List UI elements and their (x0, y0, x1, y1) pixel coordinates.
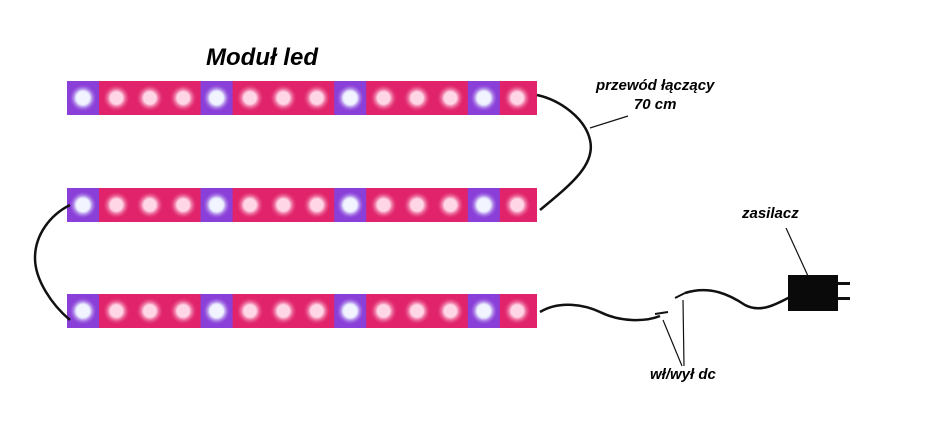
led-pink (143, 305, 156, 317)
psu-label-pointer (785, 227, 809, 277)
led-pink (244, 305, 256, 317)
psu-label: zasilacz (742, 205, 799, 222)
switch-label: wł/wył dc (650, 366, 716, 383)
led-pink (277, 199, 290, 211)
cable-label-line1: przewód łączący (596, 77, 715, 94)
connecting-cable-right (536, 93, 593, 211)
led-pink (411, 305, 423, 317)
led-white (477, 305, 490, 317)
cable-label-pointer (589, 115, 629, 129)
power-wire-to-psu (684, 288, 791, 310)
switch-label-pointer-b (682, 299, 685, 367)
led-pink (177, 305, 190, 317)
led-white (477, 199, 490, 211)
dc-switch (654, 292, 686, 315)
led-strip-middle (67, 188, 537, 222)
power-wire-to-switch (539, 303, 661, 322)
led-pink (310, 199, 323, 211)
led-pink (177, 92, 190, 104)
led-pink (511, 305, 524, 317)
led-white (344, 305, 357, 317)
led-pink (143, 199, 156, 211)
led-white (77, 199, 89, 211)
led-strip-bottom (67, 294, 537, 328)
led-white (77, 92, 89, 104)
led-pink (411, 199, 423, 211)
led-pink (110, 305, 123, 317)
led-pink (310, 92, 323, 104)
led-white (77, 305, 89, 317)
led-pink (444, 305, 457, 317)
cable-label: przewód łączący 70 cm (596, 76, 714, 114)
connecting-cable-left (33, 203, 71, 321)
led-white (210, 92, 223, 104)
led-pink (110, 199, 123, 211)
led-pink (377, 199, 390, 211)
led-pink (277, 92, 290, 104)
led-white (344, 92, 357, 104)
led-pink (511, 199, 524, 211)
diagram-title: Moduł led (206, 44, 318, 71)
switch-label-pointer-a (662, 319, 683, 367)
led-pink (244, 199, 256, 211)
led-white (344, 199, 357, 211)
led-pink (444, 199, 457, 211)
led-pink (377, 92, 390, 104)
led-white (210, 199, 223, 211)
led-pink (310, 305, 323, 317)
led-pink (244, 92, 256, 104)
led-pink (511, 92, 524, 104)
led-pink (143, 92, 156, 104)
led-pink (177, 199, 190, 211)
led-pink (444, 92, 457, 104)
led-pink (110, 92, 123, 104)
cable-label-line2: 70 cm (633, 96, 677, 113)
led-pink (411, 92, 423, 104)
power-supply (788, 275, 850, 311)
led-white (210, 305, 223, 317)
led-white (477, 92, 490, 104)
led-strip-top (67, 81, 537, 115)
led-pink (277, 305, 290, 317)
led-pink (377, 305, 390, 317)
